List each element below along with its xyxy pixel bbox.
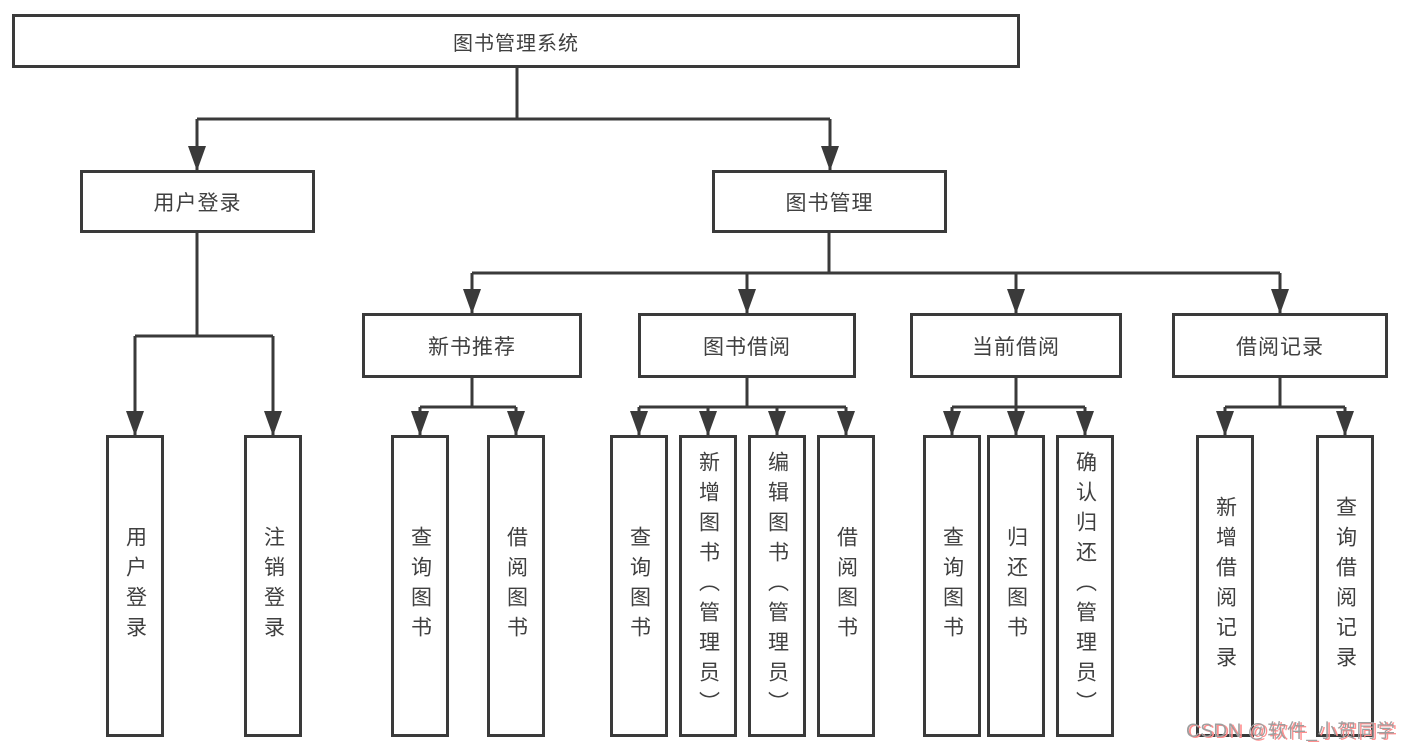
node-label: 查询借阅记录 (1333, 496, 1357, 676)
connector-newbook-bus (420, 378, 516, 409)
node-borrowing-records: 借阅记录 (1172, 313, 1388, 378)
node-book-borrowing: 图书借阅 (638, 313, 856, 378)
connector-bookmgmt-bus (472, 233, 1280, 275)
node-label: 查询图书 (627, 526, 651, 646)
connector-userlogin-bus (135, 233, 273, 338)
node-label: 编辑图书（管理员） (765, 451, 789, 721)
node-label: 图书借阅 (703, 335, 791, 359)
node-label: 借阅图书 (504, 526, 528, 646)
node-leaf-edit-books-admin: 编辑图书（管理员） (748, 435, 806, 737)
node-leaf-logout: 注销登录 (244, 435, 302, 737)
node-label: 查询图书 (408, 526, 432, 646)
node-leaf-query-borrow-record: 查询借阅记录 (1316, 435, 1374, 737)
node-leaf-query-books-recommend: 查询图书 (391, 435, 449, 737)
connector-root-bus (197, 68, 830, 121)
connector-borrow-bus (639, 378, 846, 409)
node-label: 用户登录 (153, 191, 242, 215)
node-leaf-add-books-admin: 新增图书（管理员） (679, 435, 737, 737)
node-user-login: 用户登录 (80, 170, 315, 233)
node-label: 注销登录 (261, 526, 285, 646)
node-label: 确认归还（管理员） (1073, 451, 1097, 721)
node-leaf-user-login: 用户登录 (106, 435, 164, 737)
node-label: 图书管理 (785, 191, 874, 215)
node-leaf-query-books-current: 查询图书 (923, 435, 981, 737)
node-new-book-recommendation: 新书推荐 (362, 313, 582, 378)
node-root-system: 图书管理系统 (12, 14, 1020, 68)
node-label: 归还图书 (1004, 526, 1028, 646)
node-label: 借阅图书 (834, 526, 858, 646)
node-label: 查询图书 (940, 526, 964, 646)
node-label: 当前借阅 (972, 335, 1060, 359)
node-leaf-borrow-books: 借阅图书 (817, 435, 875, 737)
node-leaf-return-books: 归还图书 (987, 435, 1045, 737)
node-leaf-add-borrow-record: 新增借阅记录 (1196, 435, 1254, 737)
csdn-watermark: CSDN @软件_小贺同学 (1186, 721, 1396, 742)
node-label: 新书推荐 (428, 335, 516, 359)
node-leaf-confirm-return-admin: 确认归还（管理员） (1056, 435, 1114, 737)
node-label: 用户登录 (123, 526, 147, 646)
node-label: 新增图书（管理员） (696, 451, 720, 721)
node-label: 图书管理系统 (453, 32, 579, 55)
node-book-management: 图书管理 (712, 170, 947, 233)
node-leaf-query-books: 查询图书 (610, 435, 668, 737)
node-label: 借阅记录 (1236, 335, 1324, 359)
node-current-borrowing: 当前借阅 (910, 313, 1122, 378)
connector-record-bus (1225, 378, 1345, 409)
node-leaf-borrow-books-recommend: 借阅图书 (487, 435, 545, 737)
connector-current-bus (952, 378, 1085, 409)
node-label: 新增借阅记录 (1213, 496, 1237, 676)
